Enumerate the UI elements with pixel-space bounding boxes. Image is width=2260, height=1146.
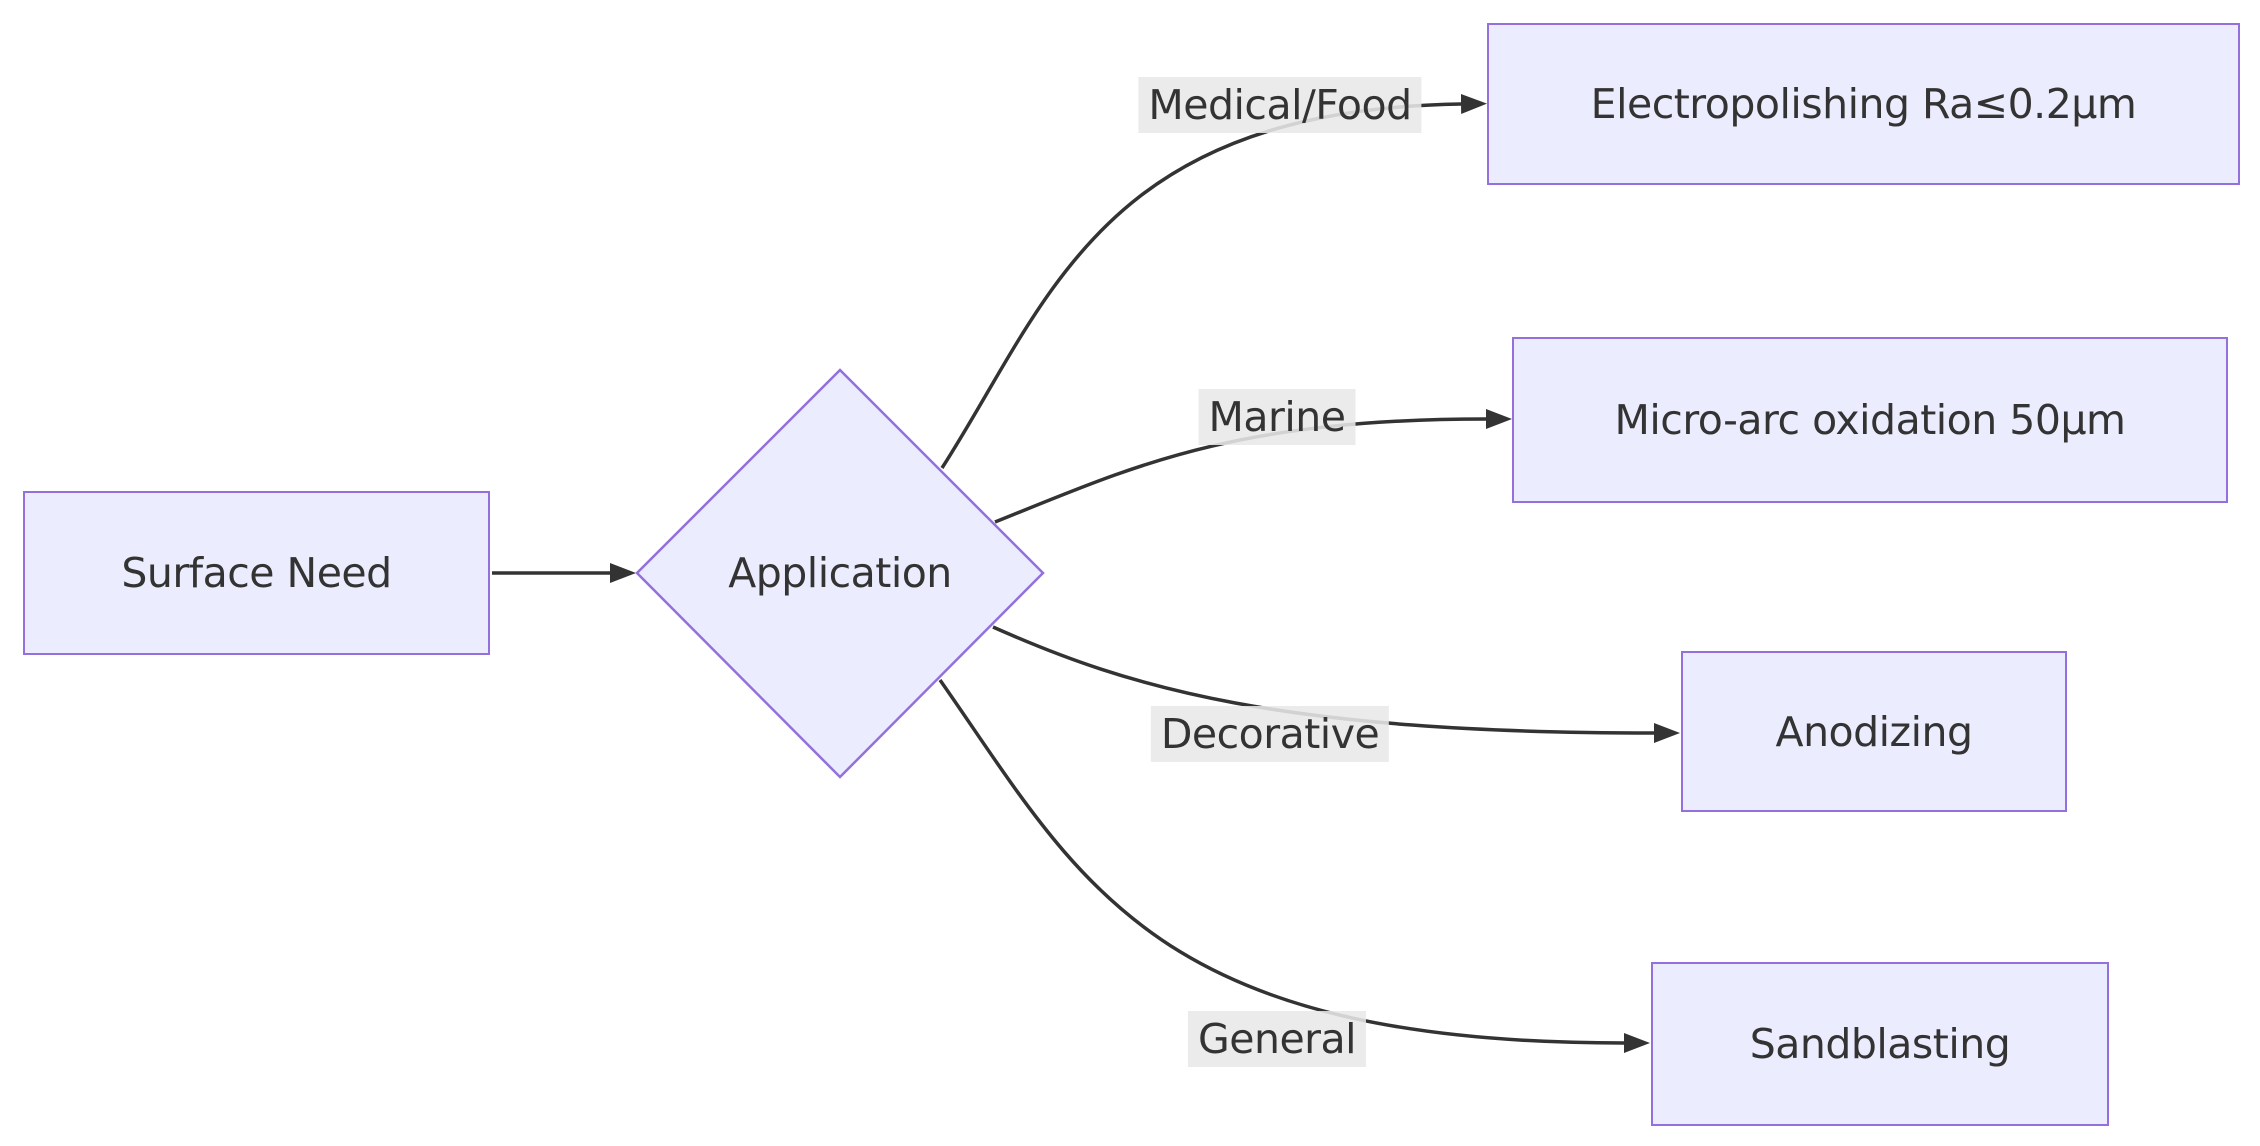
node-surface-need: Surface Need — [23, 491, 490, 655]
edge-label-medical-food: Medical/Food — [1138, 77, 1422, 133]
node-label-anodizing: Anodizing — [1775, 707, 1973, 756]
edge-application-to-anodizing — [992, 625, 1680, 743]
node-label-surface-need: Surface Need — [121, 549, 392, 597]
edge-application-to-sandblasting — [938, 678, 1650, 1053]
node-label-electropolishing: Electropolishing Ra≤0.2μm — [1590, 80, 2137, 128]
node-micro-arc-oxidation: Micro-arc oxidation 50μm — [1512, 337, 2228, 503]
edge-label-marine: Marine — [1198, 389, 1356, 445]
node-anodizing: Anodizing — [1681, 651, 2067, 812]
application-diamond-shape — [635, 368, 1045, 779]
node-label-sandblasting: Sandblasting — [1749, 1020, 2011, 1068]
node-electropolishing: Electropolishing Ra≤0.2μm — [1487, 23, 2240, 185]
edge-label-general: General — [1187, 1011, 1367, 1067]
node-label-micro-arc-oxidation: Micro-arc oxidation 50μm — [1614, 396, 2126, 444]
node-label-application: Application — [728, 549, 952, 597]
edge-label-decorative: Decorative — [1150, 706, 1390, 762]
node-sandblasting: Sandblasting — [1651, 962, 2109, 1126]
edge-application-to-micro-arc — [994, 409, 1512, 524]
